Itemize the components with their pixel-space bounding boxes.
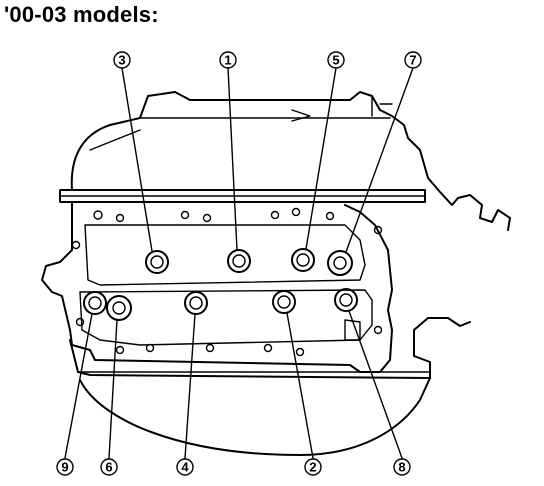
- callout-8: 8: [393, 458, 411, 476]
- bolt-2: [272, 290, 296, 314]
- bolt-1: [227, 249, 251, 273]
- callout-4-label: 4: [181, 460, 189, 475]
- callout-2: 2: [304, 458, 322, 476]
- callout-5-label: 5: [332, 53, 339, 68]
- callout-6: 6: [100, 458, 118, 476]
- lower-block: [69, 317, 471, 456]
- bolt-8: [334, 288, 358, 312]
- callouts: 3 1 5 7 9 6 4 2: [56, 51, 422, 476]
- bolt-9: [83, 291, 107, 315]
- callout-6-label: 6: [105, 460, 112, 475]
- callout-7-label: 7: [409, 53, 416, 68]
- callout-7: 7: [404, 51, 422, 69]
- callout-5: 5: [327, 51, 345, 69]
- callout-2-label: 2: [309, 460, 316, 475]
- dowel-holes: [71, 207, 383, 357]
- callout-8-label: 8: [398, 460, 405, 475]
- page-title: '00-03 models:: [4, 2, 159, 27]
- callout-3: 3: [113, 51, 131, 69]
- callout-9: 9: [56, 458, 74, 476]
- head-bolts: [83, 248, 358, 321]
- leader-lines: [64, 67, 414, 459]
- bolt-7: [327, 250, 353, 276]
- bolt-4: [184, 291, 208, 315]
- upper-cover: [70, 91, 511, 231]
- head-flange: [59, 189, 426, 203]
- callout-4: 4: [176, 458, 194, 476]
- callout-3-label: 3: [118, 53, 125, 68]
- bolt-5: [291, 248, 315, 272]
- callout-1-label: 1: [224, 53, 231, 68]
- cylinder-head-outline: [41, 201, 393, 373]
- callout-1: 1: [219, 51, 237, 69]
- bolt-6: [106, 295, 132, 321]
- callout-9-label: 9: [61, 460, 68, 475]
- bolt-3: [145, 250, 169, 274]
